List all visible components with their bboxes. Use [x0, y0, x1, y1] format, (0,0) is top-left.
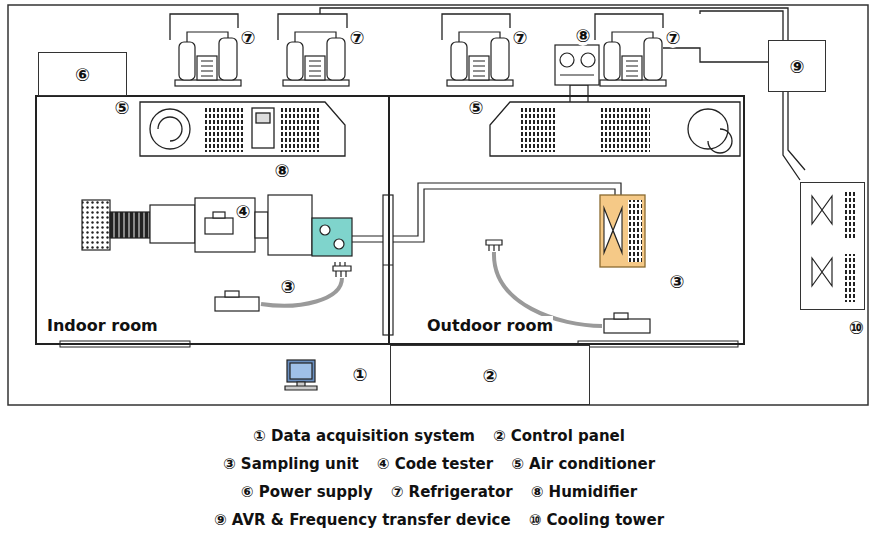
- key-text: ② Control panel: [493, 427, 625, 445]
- node-label: Outdoor room: [427, 316, 553, 335]
- cooling-tower-box: ⑩: [800, 182, 865, 310]
- node-label: Indoor room: [47, 316, 158, 335]
- node-text-wrap: Outdoor room: [427, 316, 553, 335]
- node-label: ⑩: [849, 317, 864, 338]
- key-text: ④ Code tester: [377, 455, 493, 473]
- key-text: ⑨ AVR & Frequency transfer device: [214, 511, 511, 529]
- control-panel-box: ②: [390, 345, 590, 405]
- callout-number: ③: [668, 272, 685, 292]
- node-text-wrap: ⑨: [769, 41, 825, 91]
- key-row: ③ Sampling unit ④ Code tester ⑤ Air condit…: [0, 455, 878, 473]
- callout-number: ⑦: [348, 28, 365, 48]
- room-box: Indoor room: [35, 95, 390, 345]
- callout-number: ⑦: [511, 28, 528, 48]
- callout-number: ④: [234, 202, 251, 222]
- key-text: ⑦ Refrigerator: [391, 483, 513, 501]
- key-row: ⑥ Power supply ⑦ Refrigerator ⑧ Humidifier: [0, 483, 878, 501]
- room-box: Outdoor room: [388, 95, 745, 345]
- key-row: ⑨ AVR & Frequency transfer device ⑩ Cooli…: [0, 511, 878, 529]
- node-text-wrap: ⑩: [801, 317, 864, 338]
- node-text-wrap: Indoor room: [47, 316, 158, 335]
- callout-number: ①: [351, 365, 368, 385]
- callout-number: ⑧: [273, 161, 290, 181]
- callout-number: ⑤: [467, 98, 484, 118]
- node-text-wrap: ②: [391, 346, 589, 404]
- callout-number: ⑤: [113, 98, 130, 118]
- power-supply-box: ⑥: [38, 52, 127, 96]
- node-label: ⑨: [789, 56, 804, 77]
- key-text: ③ Sampling unit: [223, 455, 359, 473]
- callout-number: ⑦: [239, 28, 256, 48]
- callout-number: ⑦: [664, 28, 681, 48]
- key-text: ⑧ Humidifier: [531, 483, 638, 501]
- key-text: ⑩ Cooling tower: [529, 511, 664, 529]
- node-text-wrap: ⑥: [39, 53, 126, 95]
- callout-number: ⑧: [574, 26, 591, 46]
- node-label: ②: [482, 365, 497, 386]
- avr-box: ⑨: [768, 40, 826, 92]
- key-row: ① Data acquisition system ② Control panel: [0, 427, 878, 445]
- key-text: ⑥ Power supply: [241, 483, 373, 501]
- key-text: ① Data acquisition system: [253, 427, 475, 445]
- key-text: ⑤ Air conditioner: [511, 455, 655, 473]
- node-label: ⑥: [75, 64, 90, 85]
- callout-number: ③: [279, 277, 296, 297]
